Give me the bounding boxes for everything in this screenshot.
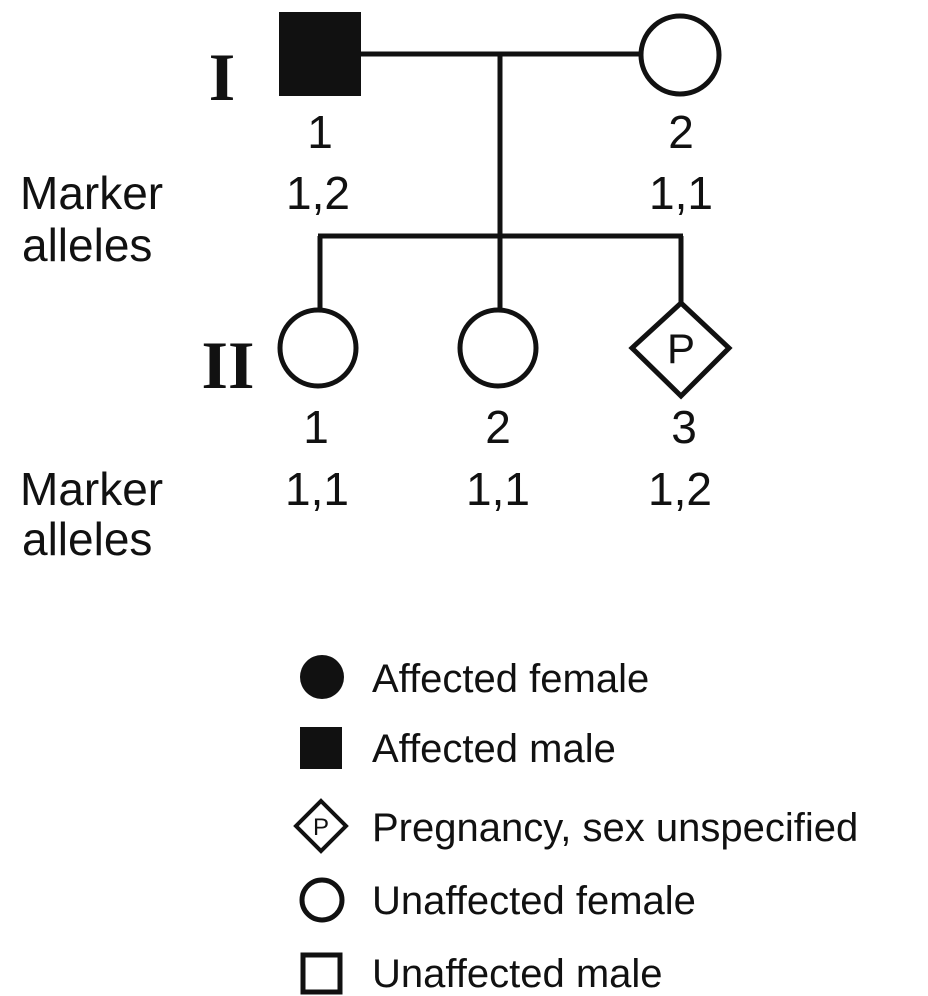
legend-label-unaffected-male: Unaffected male [372,952,663,996]
individual-I1-alleles: 1,2 [286,167,350,219]
individual-II3-pregnancy [628,299,733,400]
diamond-p-icon [293,798,349,854]
individual-I1-affected-male [279,12,361,96]
individual-II1-number: 1 [303,401,329,453]
individual-I1-number: 1 [307,106,333,158]
filled-square-icon [300,727,342,769]
row-label-gen2-line1: Marker [20,463,163,515]
legend: Affected female Affected male P Pregnanc… [293,655,858,996]
open-square-icon [300,952,343,995]
pedigree-lines [317,51,684,310]
generation-label-II: II [202,327,255,403]
legend-diamond-mark: P [313,814,329,841]
row-label-gen1-line2: alleles [22,219,152,271]
row-label-gen2-line2: alleles [22,513,152,565]
individual-I2-alleles: 1,1 [649,167,713,219]
open-circle-icon [299,877,345,923]
individual-II2-number: 2 [485,401,511,453]
legend-label-affected-male: Affected male [372,727,616,771]
filled-circle-icon [300,655,344,699]
legend-label-unaffected-female: Unaffected female [372,879,696,923]
individual-I2-number: 2 [668,106,694,158]
individual-II3-alleles: 1,2 [648,463,712,515]
individual-II2-unaffected-female [457,307,539,389]
individual-II1-unaffected-female [277,307,359,389]
individual-II1-alleles: 1,1 [285,463,349,515]
legend-label-pregnancy: Pregnancy, sex unspecified [372,806,858,850]
generation-label-I: I [209,39,235,115]
row-label-gen1-line1: Marker [20,167,163,219]
legend-label-affected-female: Affected female [372,657,649,701]
pregnancy-mark: P [667,325,695,372]
individual-II3-number: 3 [671,401,697,453]
individual-II2-alleles: 1,1 [466,463,530,515]
individual-I2-unaffected-female [638,13,722,97]
